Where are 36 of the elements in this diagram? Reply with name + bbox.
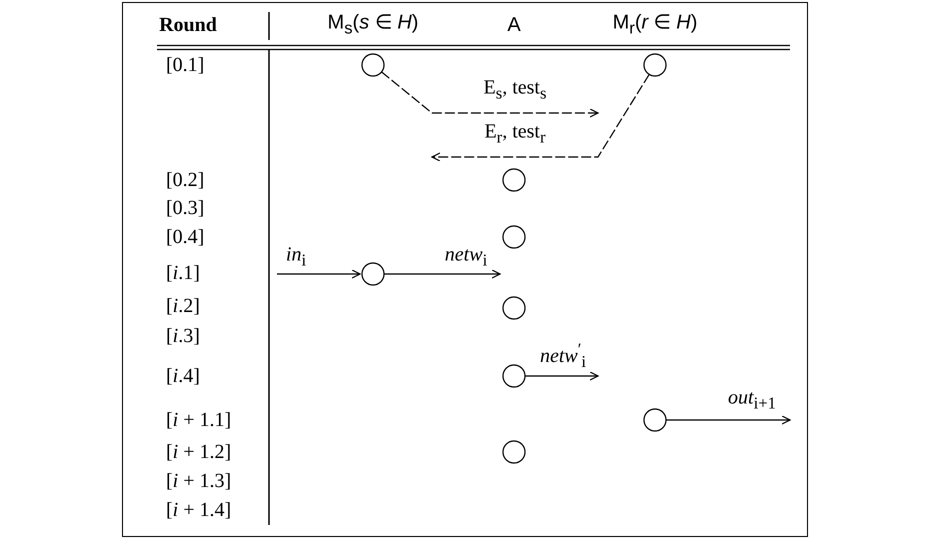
round-label: [0.3] (166, 198, 204, 218)
arrow (277, 269, 361, 279)
arrow (525, 371, 599, 381)
arrow (381, 71, 599, 118)
edge-label: netw$_{i}$ (444, 244, 488, 270)
circle-node (361, 262, 385, 286)
round-label: [0.2] (166, 170, 204, 190)
edge-label: in$_{i}$ (286, 244, 306, 270)
circle-node (502, 225, 526, 249)
edge-label: E$_{s}$, test$_{s}$ (484, 78, 546, 102)
circle-node (502, 364, 526, 388)
circle-node (643, 408, 667, 432)
round-label: [0.1] (166, 55, 204, 75)
round-label: [i + 1.3] (166, 471, 232, 491)
round-label: [i.4] (166, 366, 200, 386)
round-label: [i + 1.4] (166, 500, 232, 520)
circle-node (502, 296, 526, 320)
round-label: [i.2] (166, 296, 200, 316)
round-label: [0.4] (166, 227, 204, 247)
circle-node (502, 440, 526, 464)
circle-node (502, 168, 526, 192)
column-header: M$_{s}$(s ∈ H) (328, 12, 418, 38)
arrow (666, 415, 791, 425)
edge-label: out$_{i+1}$ (728, 388, 776, 412)
circle-node (361, 53, 385, 77)
round-label: [i.1] (166, 263, 200, 283)
round-label: [i + 1.2] (166, 442, 232, 462)
column-header: A (507, 15, 521, 35)
arrow (431, 74, 650, 162)
circle-node (643, 53, 667, 77)
edge-label: E$_{r}$, test$_{r}$ (484, 122, 546, 146)
column-header: M$_{r}$(r ∈ H) (612, 12, 698, 38)
column-header: Round (159, 15, 217, 35)
round-label: [i + 1.1] (166, 410, 232, 430)
round-label: [i.3] (166, 326, 200, 346)
arrow (384, 269, 501, 279)
